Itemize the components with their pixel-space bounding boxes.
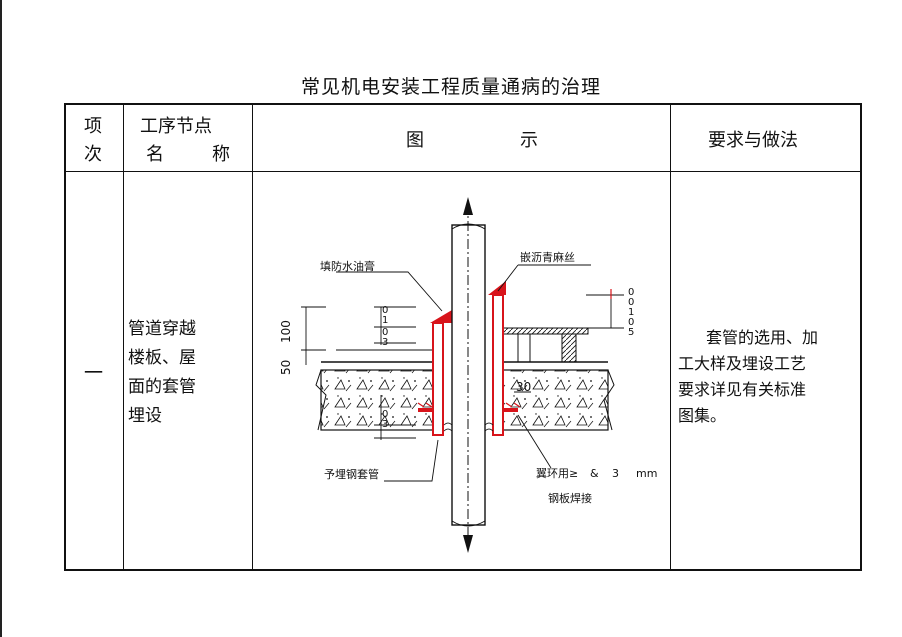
dim-left-c: 0 [382, 327, 388, 338]
header-process-line1: 工序节点 [140, 116, 212, 137]
left-dimensions [301, 306, 416, 440]
requirement-text: 套管的选用、加 工大样及埋设工艺 要求详见有关标准 图集。 [678, 325, 858, 429]
dim-right-a: 0 [628, 287, 634, 298]
label-ring-unit: mm [636, 467, 657, 480]
dim-right-c: 1 [628, 307, 634, 318]
label-ring-amp: & [590, 467, 599, 480]
raised-curb [502, 327, 589, 363]
header-divider [66, 171, 860, 172]
dim-lower-a: 0 [382, 409, 388, 420]
label-fill-grease: 填防水油膏 [320, 259, 375, 273]
requirement-line: 工大样及埋设工艺 [678, 354, 807, 373]
dim-right-e: 5 [628, 327, 634, 338]
process-name: 管道穿越 楼板、屋 面的套管 埋设 [128, 315, 196, 431]
sleeve-detail-drawing: 填防水油膏 嵌沥青麻丝 予埋钢套管 翼环用≥ & 3 mm 钢板焊接 30 50… [279, 197, 657, 553]
header-index-line1: 项 [84, 116, 102, 137]
header-diagram-1: 图 [406, 130, 424, 151]
requirement-line: 要求详见有关标准 [678, 380, 807, 399]
header-process: 工序节点 名 称 [140, 113, 236, 169]
right-dimensions [586, 294, 624, 329]
dim-right-d: 0 [628, 317, 634, 328]
process-line: 埋设 [128, 406, 162, 426]
requirement-line: 图集。 [678, 406, 727, 425]
dim-left-d: 3 [382, 337, 388, 348]
pipe [451, 197, 486, 553]
steel-sleeve [417, 281, 521, 436]
page-edge [0, 0, 2, 637]
label-ring-num: 3 [612, 467, 619, 480]
header-requirement: 要求与做法 [708, 130, 798, 151]
process-line: 面的套管 [128, 377, 196, 397]
quality-table: 项 次 工序节点 名 称 图 示 要求与做法 一 管道穿越 楼板、屋 面的套管 … [64, 103, 862, 571]
process-line: 楼板、屋 [128, 348, 196, 368]
label-ring-1: 翼环用≥ [536, 467, 578, 480]
dim-lower-b: 3 [382, 419, 388, 430]
dim-right-b: 0 [628, 297, 634, 308]
dim-left-a: 0 [382, 305, 388, 316]
column-divider [123, 105, 124, 569]
column-divider [670, 105, 671, 569]
concrete-slab [315, 349, 615, 431]
row-index: 一 [84, 362, 104, 384]
leader-lines [336, 264, 591, 482]
header-index: 项 次 [84, 113, 102, 169]
label-sleeve: 予埋钢套管 [324, 467, 379, 481]
dim-100: 100 [279, 320, 293, 343]
label-ring-2: 钢板焊接 [548, 491, 592, 505]
dim-30: 30 [516, 380, 531, 394]
document-title: 常见机电安装工程质量通病的治理 [300, 76, 601, 98]
header-process-name-2: 称 [212, 144, 230, 165]
label-caulk: 嵌沥青麻丝 [520, 250, 575, 264]
dim-left-b: 1 [382, 315, 388, 326]
column-divider [252, 105, 253, 569]
process-line: 管道穿越 [128, 319, 196, 339]
header-diagram-2: 示 [520, 130, 538, 151]
dim-50: 50 [279, 360, 293, 375]
header-process-name-1: 名 [146, 144, 164, 165]
header-index-line2: 次 [84, 144, 102, 165]
requirement-line: 套管的选用、加 [706, 328, 819, 347]
